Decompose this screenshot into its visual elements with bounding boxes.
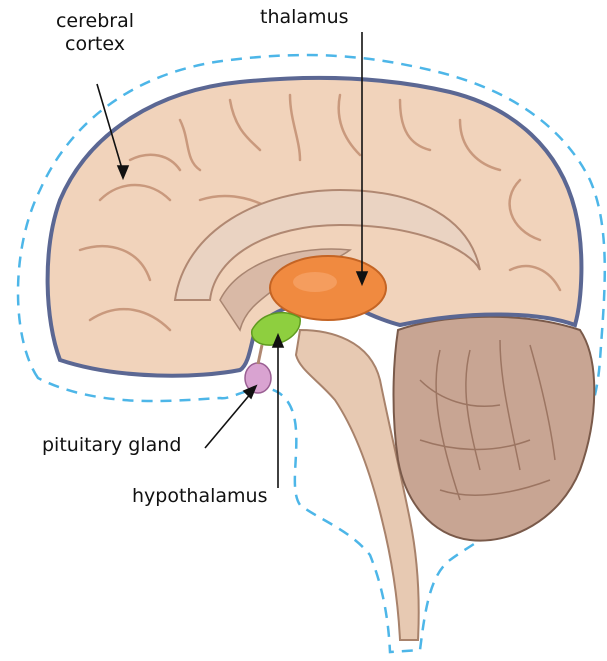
pituitary-gland-label: pituitary gland	[42, 434, 181, 457]
pituitary-stalk	[258, 345, 262, 364]
pituitary-pointer-line	[205, 392, 252, 448]
thalamus-label: thalamus	[260, 6, 349, 29]
thalamus-highlight	[293, 272, 337, 292]
cerebral-cortex-label: cerebral cortex	[30, 10, 160, 56]
pituitary-pointer-arrow	[244, 386, 256, 398]
cerebral-cortex-label-line1: cerebral	[30, 10, 160, 33]
cerebral-cortex-label-line2: cortex	[30, 33, 160, 56]
hypothalamus-label: hypothalamus	[132, 485, 267, 508]
cerebellum	[394, 317, 595, 541]
